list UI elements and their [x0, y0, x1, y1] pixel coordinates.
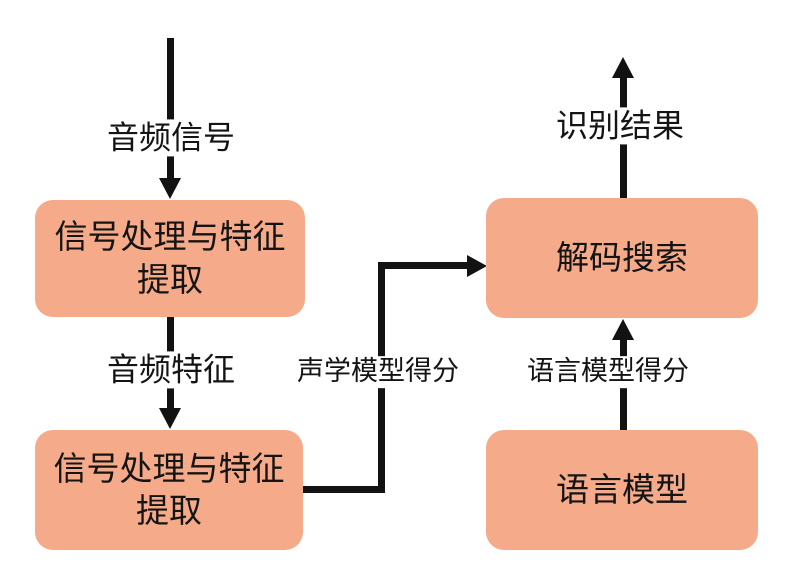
node-signal-processing-top: 信号处理与特征提取 [35, 200, 305, 317]
connector-audio-signal-line [167, 38, 174, 179]
arrowhead-up-icon [612, 319, 634, 340]
node-label: 信号处理与特征提取 [54, 217, 286, 299]
connector-acoustic-score-top-segment [378, 262, 468, 269]
node-signal-processing-bottom: 信号处理与特征提取 [35, 430, 303, 550]
node-decode-search: 解码搜索 [486, 198, 758, 318]
node-label: 信号处理与特征提取 [53, 448, 285, 530]
arrowhead-right-icon [467, 255, 487, 277]
edge-label-language-model-score: 语言模型得分 [524, 356, 692, 388]
node-label: 解码搜索 [556, 237, 688, 277]
edge-label-audio-feature: 音频特征 [103, 351, 239, 389]
edge-label-recognition-result: 识别结果 [552, 107, 688, 145]
node-label: 语言模型 [556, 469, 688, 509]
arrowhead-down-icon [159, 178, 181, 199]
connector-acoustic-score-bottom-segment [303, 486, 385, 493]
edge-label-acoustic-model-score: 声学模型得分 [294, 356, 462, 388]
arrowhead-up-icon [612, 57, 634, 78]
node-language-model: 语言模型 [486, 430, 758, 550]
edge-label-audio-signal: 音频信号 [103, 119, 239, 157]
arrowhead-down-icon [159, 408, 181, 429]
